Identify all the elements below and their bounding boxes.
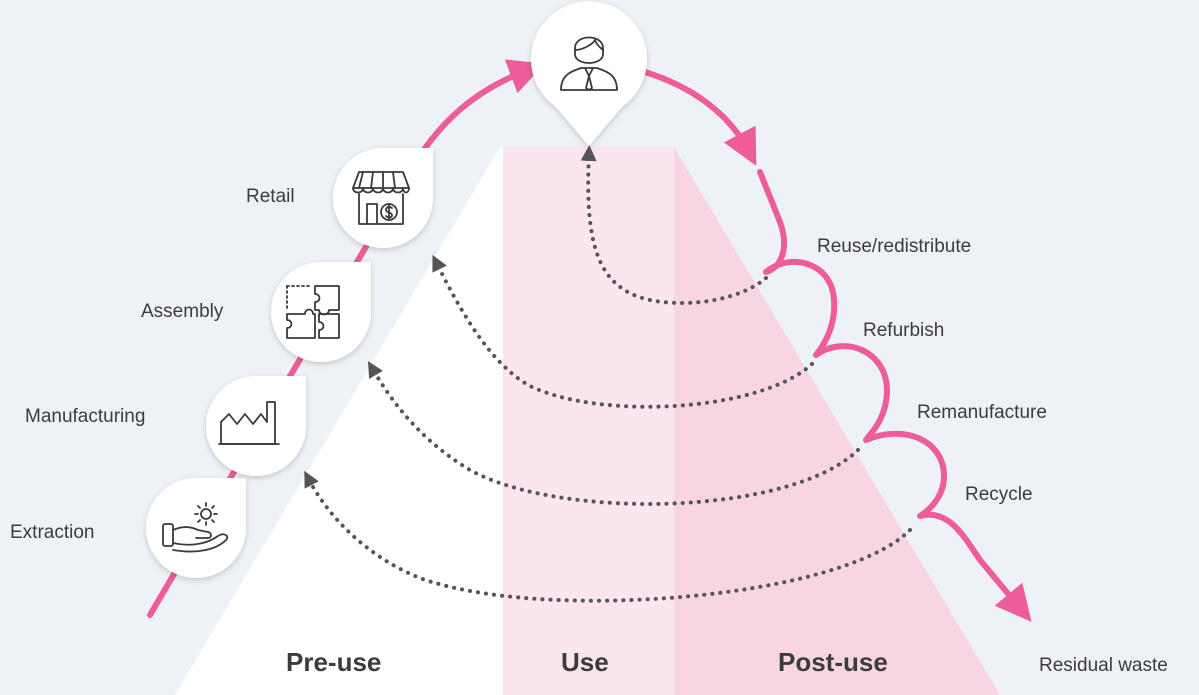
reuse-label: Reuse/redistribute — [817, 236, 971, 257]
recycle-loop-arrow — [304, 470, 912, 603]
factory-icon — [218, 401, 280, 445]
post-use-phase-label: Post-use — [778, 647, 888, 677]
assembly-pin — [271, 262, 371, 362]
retail-label: Retail — [246, 186, 295, 207]
assembly-label: Assembly — [141, 301, 224, 322]
shop-icon — [352, 171, 410, 225]
person-icon — [560, 36, 618, 91]
recycle-label: Recycle — [965, 484, 1033, 505]
pre-use-band — [175, 147, 504, 695]
pre-use-phase-label: Pre-use — [286, 647, 381, 677]
post-use-band — [674, 147, 1000, 695]
refurbish-label: Refurbish — [863, 320, 944, 341]
use-pin — [531, 1, 648, 146]
manufacturing-pin — [206, 376, 306, 476]
residual-waste-label: Residual waste — [1039, 655, 1168, 676]
extraction-label: Extraction — [10, 522, 94, 543]
use-band — [503, 147, 675, 695]
cascade-flow-line — [757, 169, 1032, 622]
puzzle-icon — [286, 285, 340, 339]
retail-pin — [333, 148, 433, 248]
reuse-loop-arrow — [580, 145, 768, 306]
refurbish-loop-arrow — [432, 254, 814, 409]
remanufacture-label: Remanufacture — [917, 402, 1047, 423]
post-use-flow-line — [642, 69, 757, 166]
hand-gear-icon — [162, 502, 229, 553]
remanufacture-loop-arrow — [367, 361, 860, 506]
use-phase-label: Use — [561, 647, 609, 677]
manufacturing-label: Manufacturing — [25, 406, 145, 427]
extraction-pin — [146, 478, 246, 578]
